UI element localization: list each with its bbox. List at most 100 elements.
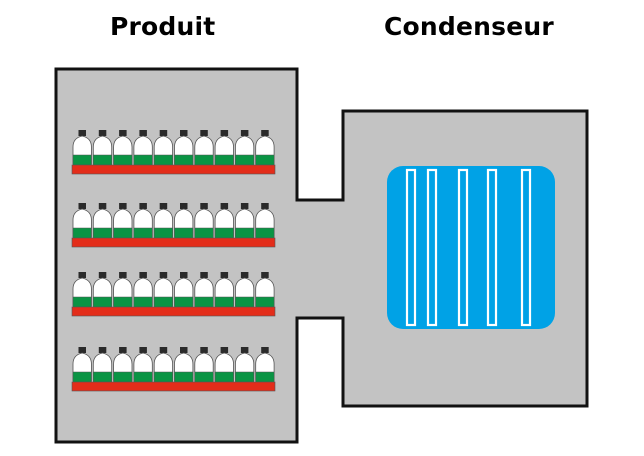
product-area <box>71 130 276 392</box>
bottle-cap <box>139 203 147 209</box>
bottle-liquid <box>174 371 194 383</box>
bottle-liquid <box>93 154 112 166</box>
bottle <box>194 347 214 383</box>
bottle-liquid <box>93 227 112 239</box>
bottle-cap <box>119 203 127 209</box>
shelf-tray <box>71 237 276 248</box>
bottle-cap <box>98 272 107 278</box>
bottle-cap <box>261 130 269 136</box>
bottle-liquid <box>72 296 92 308</box>
bottle <box>133 272 153 308</box>
bottle-liquid <box>214 296 234 308</box>
bottle <box>214 203 234 239</box>
bottle-cap <box>78 130 86 136</box>
bottle <box>153 347 173 383</box>
bottle-liquid <box>133 227 153 239</box>
bottle-cap <box>159 272 168 278</box>
bottle-liquid <box>153 154 173 166</box>
bottle-cap <box>180 130 188 136</box>
bottle-cap <box>240 130 249 136</box>
bottle-cap <box>220 203 229 209</box>
bottle-cap <box>119 130 127 136</box>
bottle-cap <box>139 130 147 136</box>
bottle-cap <box>220 130 229 136</box>
bottle-liquid <box>113 371 133 383</box>
bottle-liquid <box>235 371 255 383</box>
bottle-liquid <box>214 227 234 239</box>
bottle <box>174 272 194 308</box>
bottle <box>255 272 275 308</box>
bottle <box>92 203 113 239</box>
bottle-cap <box>78 272 86 278</box>
bottle-liquid <box>153 371 173 383</box>
bottle <box>194 203 214 239</box>
bottle-liquid <box>153 227 173 239</box>
bottle-liquid <box>72 371 92 383</box>
bottle-liquid <box>174 227 194 239</box>
bottle <box>214 272 234 308</box>
bottle <box>113 130 133 166</box>
bottle-row <box>71 272 276 317</box>
bottle <box>92 130 113 166</box>
bottle-liquid <box>93 296 112 308</box>
bottle <box>153 272 173 308</box>
bottle-liquid <box>93 371 112 383</box>
bottle <box>92 272 113 308</box>
bottle-liquid <box>255 154 275 166</box>
condenser-tube <box>457 168 469 327</box>
bottle-cap <box>200 130 208 136</box>
bottle <box>235 203 255 239</box>
bottle <box>174 347 194 383</box>
bottle <box>255 347 275 383</box>
bottle-liquid <box>174 154 194 166</box>
condenser-tube <box>486 168 498 327</box>
bottle-liquid <box>153 296 173 308</box>
bottle <box>255 203 275 239</box>
condenser-tube <box>405 168 417 327</box>
bottle <box>72 203 92 239</box>
bottle-cap <box>240 272 249 278</box>
bottle <box>153 130 173 166</box>
bottle-cap <box>200 347 208 353</box>
bottle-liquid <box>235 227 255 239</box>
bottle-cap <box>119 347 127 353</box>
bottle-cap <box>261 203 269 209</box>
bottle <box>153 203 173 239</box>
bottle <box>113 203 133 239</box>
bottle-liquid <box>194 227 214 239</box>
bottle-liquid <box>113 154 133 166</box>
condenser-tube <box>426 168 438 327</box>
bottle <box>133 130 153 166</box>
bottle-cap <box>159 347 168 353</box>
condenser-area <box>387 166 555 329</box>
bottle-liquid <box>255 296 275 308</box>
bottle-cap <box>240 203 249 209</box>
bottle <box>194 130 214 166</box>
bottle-cap <box>119 272 127 278</box>
bottle-liquid <box>133 371 153 383</box>
bottle-row <box>71 347 276 392</box>
bottle-cap <box>180 347 188 353</box>
bottle-liquid <box>113 296 133 308</box>
bottle <box>133 203 153 239</box>
bottle-liquid <box>194 371 214 383</box>
bottle-liquid <box>113 227 133 239</box>
bottle-cap <box>78 203 86 209</box>
bottle-cap <box>200 272 208 278</box>
bottle-cap <box>78 347 86 353</box>
bottle-liquid <box>133 154 153 166</box>
bottle-cap <box>159 130 168 136</box>
bottle-liquid <box>235 154 255 166</box>
condenser-label: Condenseur <box>384 12 554 41</box>
bottle-liquid <box>214 371 234 383</box>
bottle-liquid <box>255 227 275 239</box>
bottle-liquid <box>72 227 92 239</box>
shelf-tray <box>71 164 276 175</box>
bottle-row <box>71 203 276 248</box>
bottle-cap <box>139 272 147 278</box>
bottle-cap <box>139 347 147 353</box>
bottle <box>72 272 92 308</box>
condenser-tube <box>520 168 532 327</box>
bottle-cap <box>261 272 269 278</box>
bottle-cap <box>240 347 249 353</box>
